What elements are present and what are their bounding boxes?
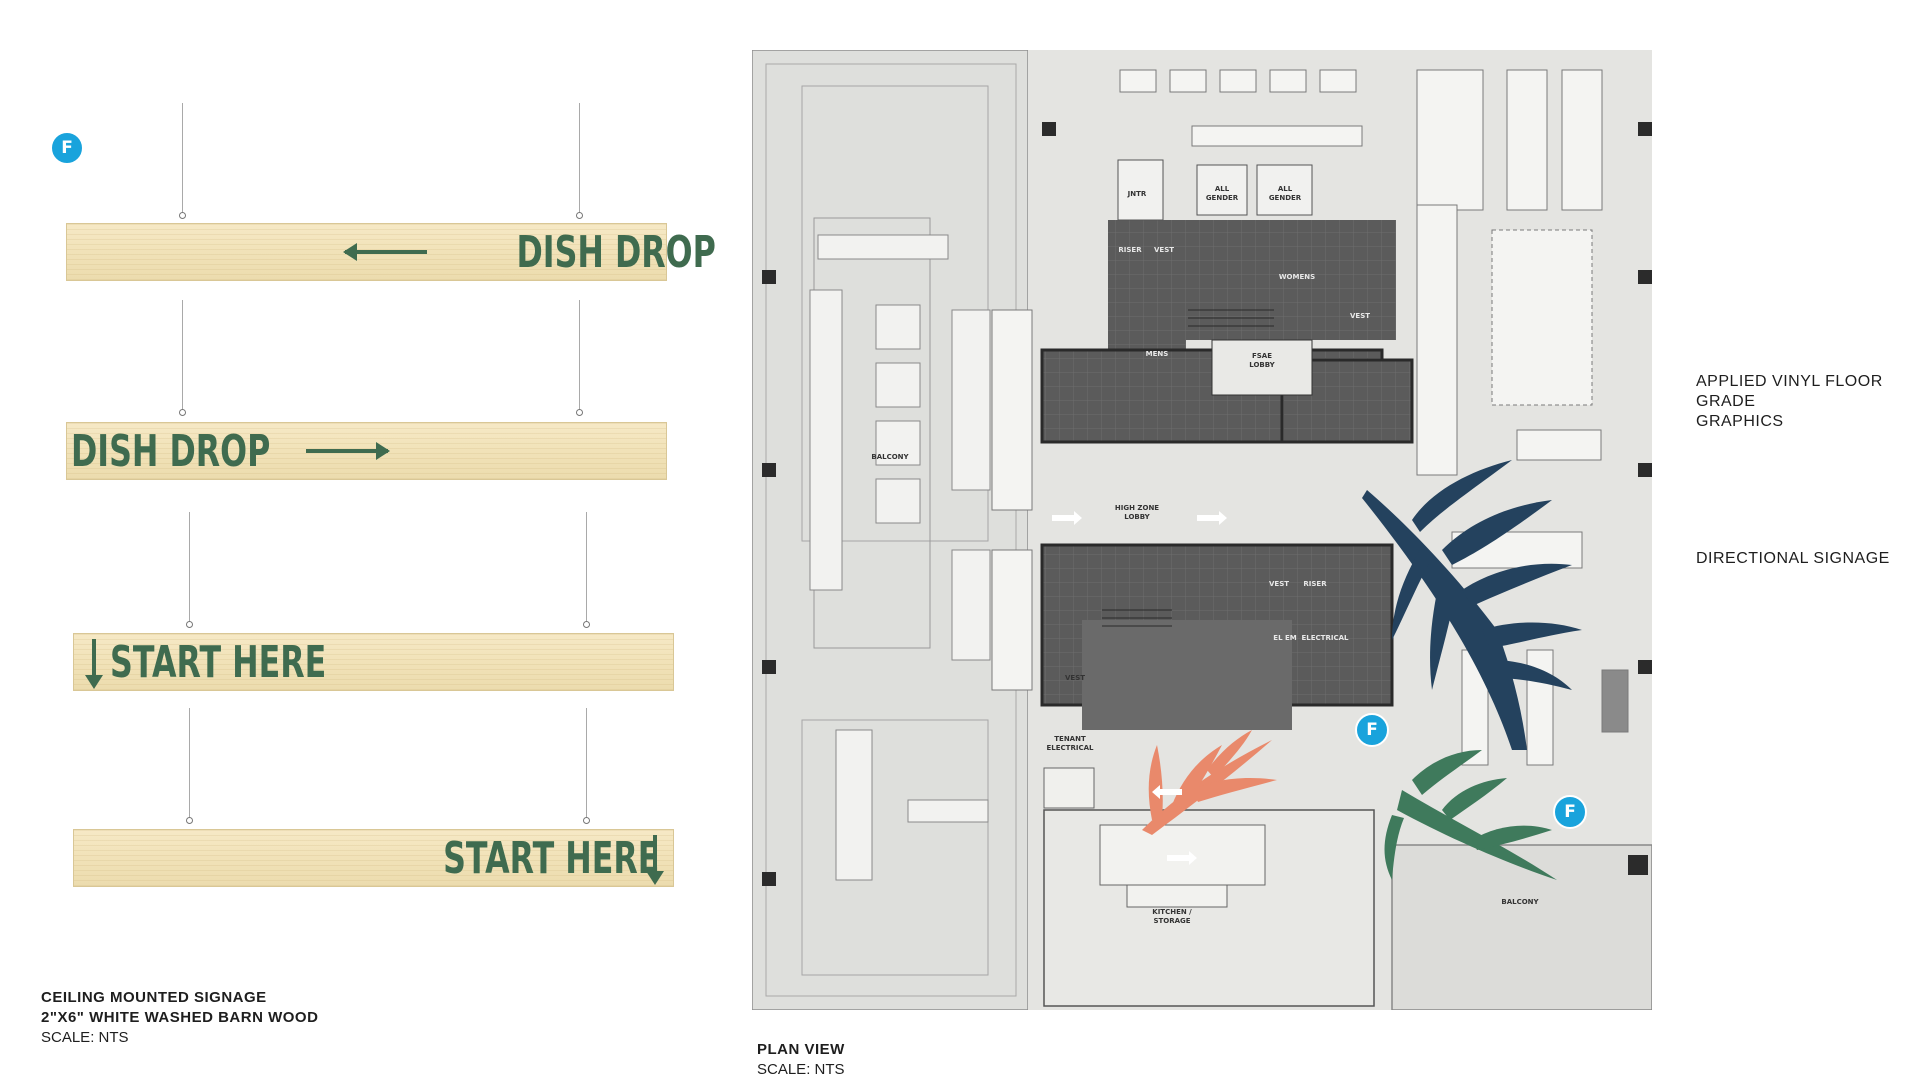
sign-text: START HERE	[442, 832, 659, 884]
sign-text: START HERE	[110, 636, 327, 688]
f-badge-icon: F	[1564, 802, 1576, 822]
room-label-all-gender-2: ALL GENDER	[1268, 185, 1302, 202]
room-label-all-gender-1: ALL GENDER	[1205, 185, 1239, 202]
hook	[179, 409, 186, 416]
hook	[186, 621, 193, 628]
hanging-wire	[579, 300, 580, 412]
room-label-electrical: ELECTRICAL	[1301, 634, 1349, 642]
room-label-el-em: EL EM	[1273, 634, 1297, 642]
caption-scale: SCALE: NTS	[41, 1029, 129, 1046]
signage-caption: CEILING MOUNTED SIGNAGE 2"X6" WHITE WASH…	[41, 988, 318, 1048]
hook	[583, 817, 590, 824]
sign-board-start-here-right: START HERE	[73, 829, 674, 887]
sign-text: DISH DROP	[71, 425, 271, 477]
hook	[186, 817, 193, 824]
hook	[583, 621, 590, 628]
room-label-vest-low: VEST	[1064, 674, 1086, 682]
caption-title: CEILING MOUNTED SIGNAGE	[41, 989, 267, 1006]
room-label-jntr: JNTR	[1127, 190, 1147, 198]
note-floor-graphics: APPLIED VINYL FLOOR GRADE GRAPHICS	[1696, 373, 1883, 430]
plan-caption-scale: SCALE: NTS	[757, 1061, 845, 1078]
room-label-fsae-lobby: FSAE LOBBY	[1249, 352, 1275, 369]
room-label-tenant-electrical: TENANT ELECTRICAL	[1046, 735, 1094, 752]
f-badge-icon: F	[50, 131, 84, 165]
floor-plan-drawing	[752, 50, 1652, 1010]
sign-board-dish-drop-left: DISH DROP	[66, 223, 716, 281]
room-label-mens: MENS	[1145, 350, 1169, 358]
room-label-riser: RISER	[1118, 246, 1142, 254]
arrow-right-icon	[305, 442, 390, 460]
hanging-wire	[586, 512, 587, 625]
caption-material: 2"X6" WHITE WASHED BARN WOOD	[41, 1009, 319, 1026]
hook	[576, 212, 583, 219]
room-label-balcony-left: BALCONY	[871, 453, 909, 461]
hanging-wire	[586, 708, 587, 820]
room-label-womens: WOMENS	[1278, 273, 1316, 281]
room-label-balcony-right: BALCONY	[1501, 898, 1539, 906]
hanging-wire	[189, 708, 190, 820]
room-label-kitchen-storage: KITCHEN / STORAGE	[1152, 908, 1192, 925]
sign-board-start-here-left: START HERE	[73, 633, 674, 691]
room-label-vest-mid: VEST	[1268, 580, 1290, 588]
green-leaf-graphic	[1384, 750, 1557, 880]
room-label-high-zone-lobby: HIGH ZONE LOBBY	[1114, 504, 1160, 521]
note-directional-signage: DIRECTIONAL SIGNAGE	[1696, 550, 1890, 567]
coral-leaf-graphic	[1142, 730, 1277, 835]
plan-caption-title: PLAN VIEW	[757, 1041, 845, 1058]
hanging-wire	[579, 103, 580, 216]
sign-text: DISH DROP	[516, 226, 716, 278]
room-label-vest-right: VEST	[1349, 312, 1371, 320]
hanging-wire	[189, 512, 190, 625]
ceiling-signage-panel: F DISH DROP DISH DROP START HERE START H…	[0, 0, 716, 1092]
hanging-wire	[182, 300, 183, 412]
navy-leaf-graphic	[1362, 460, 1582, 750]
hook	[179, 212, 186, 219]
room-label-vest: VEST	[1153, 246, 1175, 254]
arrow-left-icon	[343, 243, 428, 261]
arrow-down-icon	[85, 639, 103, 689]
floor-plan: F F JNTR ALL GENDER ALL GENDER RISER VES…	[752, 50, 1652, 1010]
f-badge-plan	[1355, 713, 1587, 829]
plan-caption: PLAN VIEW SCALE: NTS	[757, 1040, 845, 1080]
hook	[576, 409, 583, 416]
arrow-down-icon	[646, 835, 664, 885]
room-label-riser-mid: RISER	[1303, 580, 1327, 588]
sign-board-dish-drop-right: DISH DROP	[66, 422, 667, 480]
f-badge-icon: F	[1366, 720, 1378, 740]
hanging-wire	[182, 103, 183, 216]
